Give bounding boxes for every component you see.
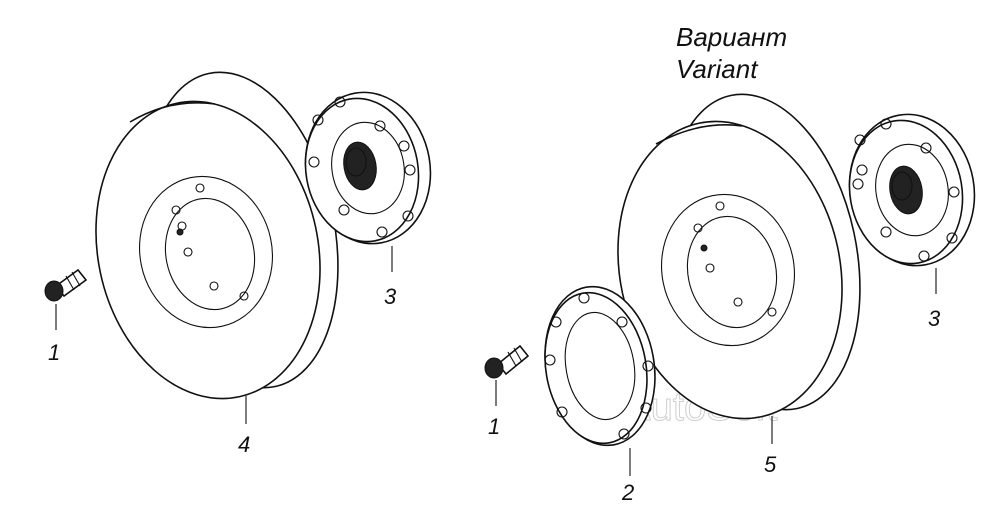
flange-icon bbox=[848, 113, 976, 267]
variant-title-en: Variant bbox=[676, 54, 759, 84]
variant-title-ru: Вариант bbox=[676, 22, 787, 52]
damper-icon bbox=[617, 93, 861, 420]
callout-1-right: 1 bbox=[488, 414, 500, 439]
flange-icon bbox=[304, 91, 432, 245]
callout-3-left: 3 bbox=[384, 284, 397, 309]
callout-5: 5 bbox=[764, 452, 777, 477]
callout-4: 4 bbox=[238, 432, 250, 457]
washer-icon bbox=[544, 285, 656, 447]
bolt-icon bbox=[484, 344, 530, 379]
damper-icon bbox=[95, 71, 339, 400]
bolt-icon bbox=[44, 268, 88, 302]
callout-3-right: 3 bbox=[928, 306, 941, 331]
callout-1-left: 1 bbox=[48, 340, 60, 365]
callout-2: 2 bbox=[621, 480, 634, 505]
